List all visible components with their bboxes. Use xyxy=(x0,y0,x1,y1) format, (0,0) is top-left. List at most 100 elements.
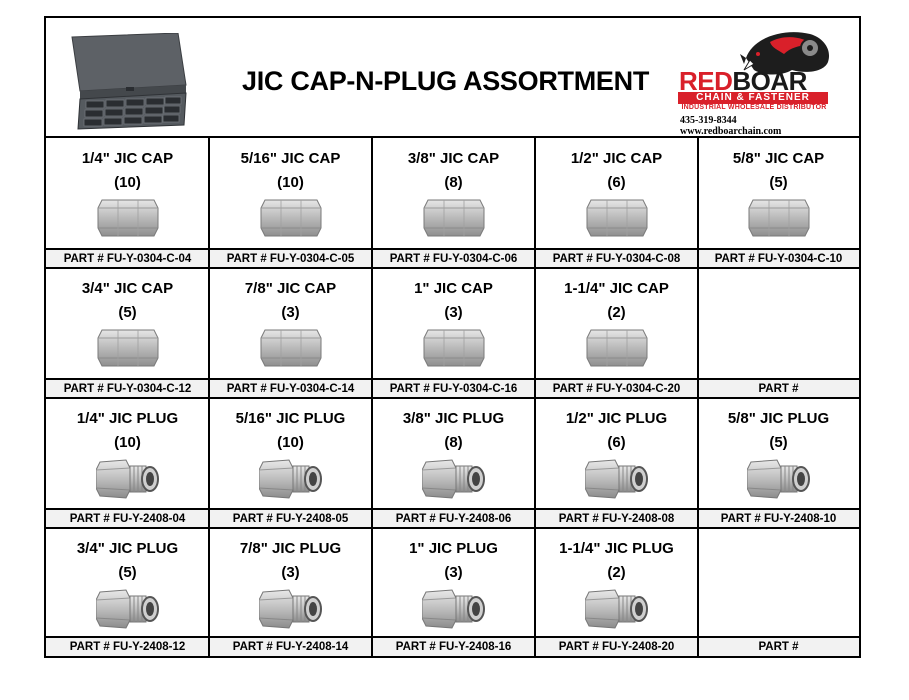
product-name: 7/8" JIC PLUG xyxy=(239,540,342,557)
jic-plug-image xyxy=(95,584,160,637)
jic-plug-image xyxy=(421,584,486,637)
part-number: PART # FU-Y-0304-C-14 xyxy=(209,378,372,398)
product-cell: 1" JIC PLUG (3) PART # FU-Y-2408-16 xyxy=(372,528,535,656)
part-number: PART # FU-Y-0304-C-04 xyxy=(46,248,209,268)
product-quantity: (6) xyxy=(607,434,626,451)
logo-tagline: CHAIN & FASTENER xyxy=(678,92,828,104)
product-cell: 1-1/4" JIC PLUG (2) PART # FU-Y-2408-20 xyxy=(535,528,698,656)
product-cell: PART # xyxy=(698,528,859,656)
product-name: 5/8" JIC PLUG xyxy=(727,410,830,427)
redboar-logo: REDBOAR CHAIN & FASTENER INDUSTRIAL WHOL… xyxy=(676,24,856,137)
product-quantity: (8) xyxy=(444,434,463,451)
part-number: PART # FU-Y-0304-C-20 xyxy=(535,378,698,398)
product-cell: 3/4" JIC CAP (5) PART # FU-Y-0304-C-12 xyxy=(46,268,209,398)
product-quantity: (10) xyxy=(114,434,141,451)
product-cell: 1-1/4" JIC CAP (2) PART # FU-Y-0304-C-20 xyxy=(535,268,698,398)
product-cell: 3/8" JIC CAP (8) PART # FU-Y-0304-C-06 xyxy=(372,138,535,268)
part-number: PART # xyxy=(698,378,859,398)
part-number: PART # xyxy=(698,636,859,656)
product-cell: 5/16" JIC CAP(10)PART # FU-Y-0304-C-05 xyxy=(209,138,372,268)
product-cell: 7/8" JIC CAP (3) PART # FU-Y-0304-C-14 xyxy=(209,268,372,398)
product-name: 1/4" JIC CAP xyxy=(81,150,174,167)
jic-cap-image xyxy=(585,194,649,245)
product-quantity: (5) xyxy=(769,434,788,451)
product-cell: 1" JIC CAP (3) PART # FU-Y-0304-C-16 xyxy=(372,268,535,398)
product-name: 3/4" JIC CAP xyxy=(81,280,174,297)
product-quantity: (3) xyxy=(444,564,463,581)
logo-subtitle: INDUSTRIAL WHOLESALE DISTRIBUTOR xyxy=(681,104,827,111)
part-number: PART # FU-Y-0304-C-10 xyxy=(698,248,859,268)
product-cell: 1/4" JIC CAP (10) PART # FU-Y-0304-C-04 xyxy=(46,138,209,268)
product-cell: 5/16" JIC PLUG (10) PART # FU-Y-2408-05 xyxy=(209,398,372,528)
jic-cap-image xyxy=(259,324,323,375)
product-name: 3/8" JIC PLUG xyxy=(402,410,505,427)
product-cell: 1/4" JIC PLUG (10) PART # FU-Y-2408-04 xyxy=(46,398,209,528)
product-name: 7/8" JIC CAP xyxy=(244,280,337,297)
jic-cap-image xyxy=(96,324,160,375)
jic-plug-image xyxy=(584,584,649,637)
product-name: 1-1/4" JIC CAP xyxy=(564,280,669,297)
product-quantity: (8) xyxy=(444,174,463,191)
part-number: PART # FU-Y-2408-14 xyxy=(209,636,372,656)
product-quantity: (5) xyxy=(769,174,788,191)
jic-plug-image xyxy=(584,454,649,507)
page-title: JIC CAP-N-PLUG ASSORTMENT xyxy=(242,66,650,96)
product-cell: PART # xyxy=(698,268,859,398)
jic-cap-image xyxy=(747,194,811,245)
jic-cap-image xyxy=(422,194,486,245)
logo-wordmark: REDBOAR xyxy=(679,66,807,96)
product-name: 3/4" JIC PLUG xyxy=(76,540,179,557)
product-cell: 1/2" JIC PLUG (6) PART # FU-Y-2408-08 xyxy=(535,398,698,528)
part-number: PART # FU-Y-2408-10 xyxy=(698,508,859,528)
product-name: 5/16" JIC CAP xyxy=(240,150,341,167)
part-number: PART # FU-Y-0304-C-12 xyxy=(46,378,209,398)
boar-logo-icon xyxy=(740,32,830,75)
product-name: 1" JIC PLUG xyxy=(409,540,498,557)
jic-plug-image xyxy=(95,454,160,507)
phone-number: 435-319-8344 xyxy=(680,115,737,126)
jic-plug-image xyxy=(258,454,323,507)
product-quantity: (3) xyxy=(281,304,300,321)
product-quantity: (3) xyxy=(444,304,463,321)
jic-plug-image xyxy=(746,454,811,507)
part-number: PART # FU-Y-2408-16 xyxy=(372,636,535,656)
product-quantity: (10) xyxy=(114,174,141,191)
part-number: PART # FU-Y-0304-C-08 xyxy=(535,248,698,268)
product-quantity: (10) xyxy=(277,434,304,451)
compartment-case-image xyxy=(71,33,187,130)
product-cell: 5/8" JIC CAP (5) PART # FU-Y-0304-C-10 xyxy=(698,138,859,268)
part-number: PART # FU-Y-2408-12 xyxy=(46,636,209,656)
product-quantity: (2) xyxy=(607,304,626,321)
header: JIC CAP-N-PLUG ASSORTMENT REDBOAR CHAIN … xyxy=(46,18,859,138)
part-number: PART # FU-Y-2408-05 xyxy=(209,508,372,528)
part-number: PART # FU-Y-2408-04 xyxy=(46,508,209,528)
product-grid: 1/4" JIC CAP (10) PART # FU-Y-0304-C-04 5/1… xyxy=(46,138,859,656)
part-number: PART # FU-Y-2408-20 xyxy=(535,636,698,656)
product-cell: 7/8" JIC PLUG (3) PART # FU-Y-2408-14 xyxy=(209,528,372,656)
product-name: 1/2" JIC PLUG xyxy=(565,410,668,427)
product-quantity: (3) xyxy=(281,564,300,581)
product-quantity: (2) xyxy=(607,564,626,581)
row-divider xyxy=(46,267,859,269)
part-number: PART # FU-Y-0304-C-06 xyxy=(372,248,535,268)
product-name: 5/16" JIC PLUG xyxy=(235,410,346,427)
jic-plug-image xyxy=(421,454,486,507)
product-name: 1/4" JIC PLUG xyxy=(76,410,179,427)
part-number: PART # FU-Y-2408-08 xyxy=(535,508,698,528)
product-name: 3/8" JIC CAP xyxy=(407,150,500,167)
product-cell: 5/8" JIC PLUG (5) PART # FU-Y-2408-10 xyxy=(698,398,859,528)
jic-cap-image xyxy=(259,194,323,245)
row-divider xyxy=(46,527,859,529)
jic-cap-image xyxy=(585,324,649,375)
product-name: 1" JIC CAP xyxy=(414,280,493,297)
product-quantity: (10) xyxy=(277,174,304,191)
product-cell: 3/4" JIC PLUG(5)PART # FU-Y-2408-12 xyxy=(46,528,209,656)
product-name: 5/8" JIC CAP xyxy=(732,150,825,167)
product-cell: 1/2" JIC CAP(6)PART # FU-Y-0304-C-08 xyxy=(535,138,698,268)
product-name: 1-1/4" JIC PLUG xyxy=(559,540,674,557)
website-link[interactable]: www.redboarchain.com xyxy=(680,126,782,137)
product-quantity: (5) xyxy=(118,304,137,321)
product-quantity: (6) xyxy=(607,174,626,191)
row-divider xyxy=(46,397,859,399)
part-number: PART # FU-Y-0304-C-16 xyxy=(372,378,535,398)
